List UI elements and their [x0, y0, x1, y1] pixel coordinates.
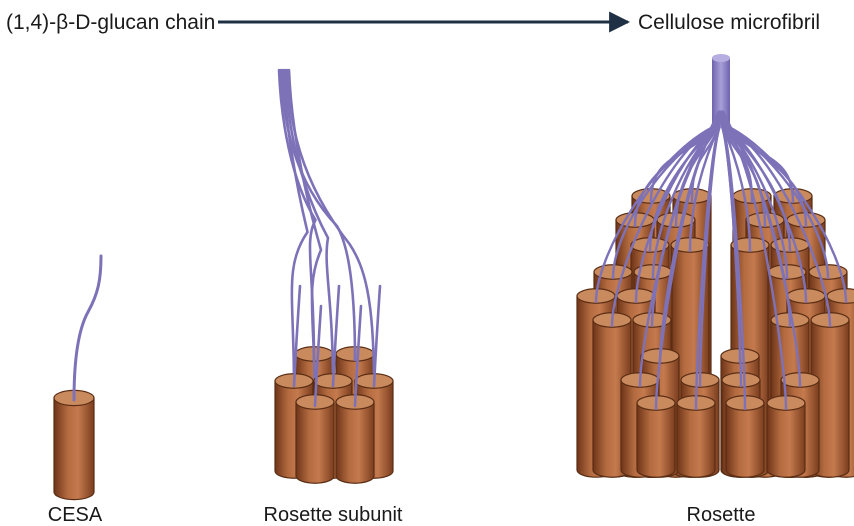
stage-label-rosette: Rosette — [687, 504, 756, 526]
microfibril-label: Cellulose microfibril — [638, 11, 820, 34]
microfibril-top — [712, 54, 730, 62]
cesa-group — [54, 256, 101, 500]
glucan-chain — [374, 286, 380, 386]
glucan-chain — [283, 70, 308, 386]
glucan-chain — [287, 70, 374, 386]
rosette-group — [577, 54, 854, 477]
glucan-chain-label: (1,4)-β-D-glucan chain — [6, 11, 215, 34]
glucan-chain — [74, 256, 101, 400]
subunit-cylinder — [296, 395, 334, 483]
stage-label-cesa: CESA — [48, 504, 103, 526]
stage-label-rosette-subunit: Rosette subunit — [264, 504, 403, 526]
cesa-cylinder — [54, 390, 94, 499]
rosette-subunit-group — [275, 70, 393, 483]
subunit-cylinder — [336, 395, 374, 483]
